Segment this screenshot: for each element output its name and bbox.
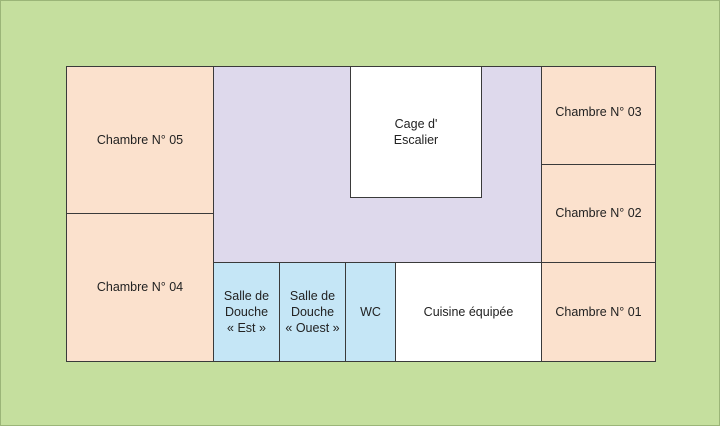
chambre-03: Chambre N° 03	[541, 66, 656, 165]
douche-ouest-line3: « Ouest »	[285, 321, 340, 336]
chambre-01-label: Chambre N° 01	[555, 304, 642, 319]
cage-escalier-line2: Escalier	[393, 133, 439, 147]
chambre-02: Chambre N° 02	[541, 164, 656, 263]
cuisine-label: Cuisine équipée	[423, 304, 514, 319]
chambre-05: Chambre N° 05	[66, 66, 214, 214]
chambre-02-label: Chambre N° 02	[555, 206, 642, 221]
wc-label: WC	[360, 304, 381, 319]
cuisine-equipee: Cuisine équipée	[395, 262, 542, 362]
cage-escalier-label: Cage d' Escalier	[394, 116, 438, 149]
salle-de-douche-est: Salle de Douche « Est »	[213, 262, 280, 362]
chambre-01: Chambre N° 01	[541, 262, 656, 362]
chambre-05-label: Chambre N° 05	[96, 132, 184, 147]
douche-ouest-line2: Douche	[290, 304, 335, 319]
wc: WC	[345, 262, 396, 362]
salle-de-douche-est-label: Salle de Douche « Est »	[224, 288, 269, 337]
douche-est-line3: « Est »	[227, 321, 266, 336]
salle-de-douche-ouest: Salle de Douche « Ouest »	[279, 262, 346, 362]
chambre-04-label: Chambre N° 04	[96, 280, 184, 295]
cage-escalier: Cage d' Escalier	[350, 66, 482, 198]
chambre-04: Chambre N° 04	[66, 213, 214, 362]
chambre-03-label: Chambre N° 03	[555, 105, 642, 120]
douche-ouest-line1: Salle de	[289, 288, 336, 303]
douche-est-line2: Douche	[224, 304, 269, 319]
douche-est-line1: Salle de	[223, 288, 270, 303]
salle-de-douche-ouest-label: Salle de Douche « Ouest »	[285, 288, 339, 337]
cage-escalier-line1: Cage d'	[394, 116, 438, 131]
